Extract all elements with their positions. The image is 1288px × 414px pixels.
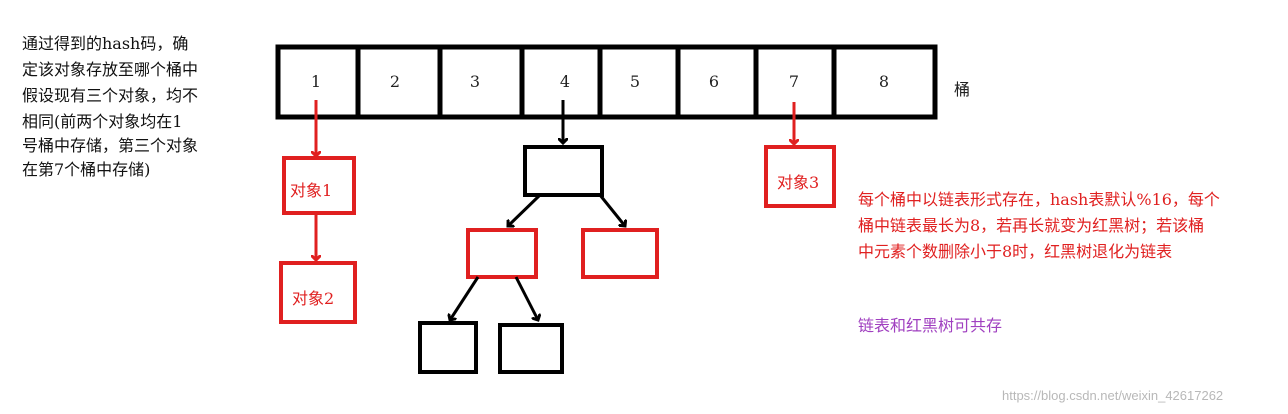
bucket-array bbox=[275, 44, 938, 120]
object-3-label: 对象3 bbox=[777, 173, 820, 192]
bucket-label-1: 1 bbox=[310, 72, 322, 91]
intro-line-6: 在第7个桶中存储) bbox=[22, 160, 151, 179]
purple-note: 链表和红黑树可共存 bbox=[858, 316, 1003, 335]
linked-list-bucket-1 bbox=[279, 100, 357, 324]
bucket-label-7: 7 bbox=[788, 72, 800, 91]
bucket-label-3: 3 bbox=[469, 72, 481, 91]
object-2-label: 对象2 bbox=[292, 289, 335, 308]
red-note-line-1: 每个桶中以链表形式存在，hash表默认%16，每个 bbox=[858, 190, 1220, 209]
linked-list-bucket-7 bbox=[764, 102, 836, 208]
intro-line-1: 通过得到的hash码，确 bbox=[22, 34, 189, 53]
bucket-label-5: 5 bbox=[629, 72, 641, 91]
bucket-label-8: 8 bbox=[878, 72, 890, 91]
bucket-label-4: 4 bbox=[559, 72, 571, 91]
intro-line-4: 相同(前两个对象均在1 bbox=[22, 112, 183, 131]
red-black-tree-bucket-4 bbox=[418, 100, 659, 374]
bucket-caption: 桶 bbox=[954, 80, 971, 99]
bucket-label-6: 6 bbox=[708, 72, 720, 91]
red-note-line-3: 中元素个数删除小于8时，红黑树退化为链表 bbox=[858, 242, 1173, 261]
intro-line-2: 定该对象存放至哪个桶中 bbox=[22, 60, 199, 79]
bucket-label-2: 2 bbox=[389, 72, 401, 91]
red-note-line-2: 桶中链表最长为8，若再长就变为红黑树；若该桶 bbox=[858, 216, 1205, 235]
intro-line-3: 假设现有三个对象，均不 bbox=[22, 86, 199, 105]
object-1-label: 对象1 bbox=[290, 181, 333, 200]
intro-line-5: 号桶中存储，第三个对象 bbox=[22, 136, 199, 155]
watermark: https://blog.csdn.net/weixin_42617262 bbox=[1002, 388, 1224, 403]
